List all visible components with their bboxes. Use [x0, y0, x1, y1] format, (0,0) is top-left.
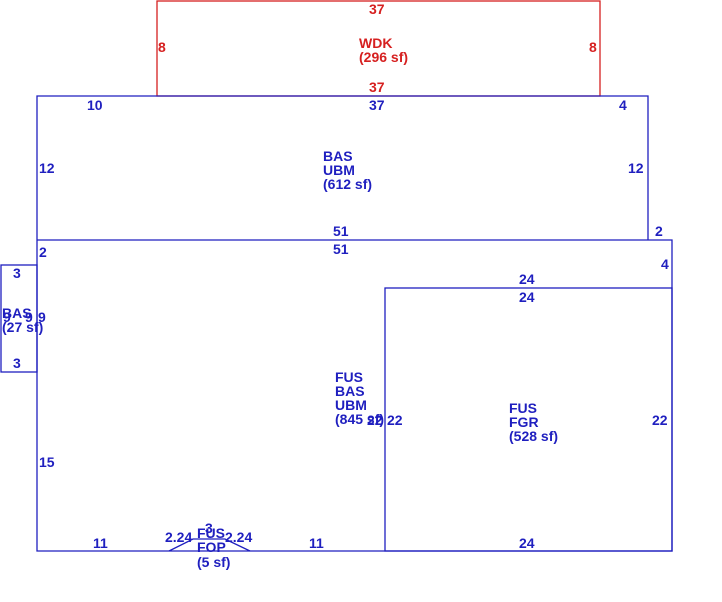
- svg-text:(5 sf): (5 sf): [197, 554, 230, 570]
- svg-text:(845 sf): (845 sf): [335, 411, 384, 427]
- dim-label: 37: [369, 1, 385, 17]
- upper-section-outline: [36, 95, 649, 240]
- dim-label: 12: [39, 160, 55, 176]
- dim-label: 22: [652, 412, 668, 428]
- svg-text:FUS: FUS: [335, 369, 363, 385]
- side-area-label: BAS (27 sf): [2, 305, 43, 335]
- dim-label: 2.24: [165, 529, 192, 545]
- main-area-label: FUS BAS UBM (845 sf): [335, 369, 384, 427]
- svg-text:BAS: BAS: [335, 383, 365, 399]
- dim-label: 22: [387, 412, 403, 428]
- dim-label: 51: [333, 223, 349, 239]
- porch-outline: [168, 538, 251, 552]
- svg-text:FOP: FOP: [197, 539, 226, 555]
- dim-label: 24: [519, 271, 535, 287]
- dim-label: 3: [205, 520, 213, 536]
- dim-label: 22: [367, 412, 383, 428]
- garage-area-label: FUS FGR (528 sf): [509, 400, 558, 444]
- svg-text:(27 sf): (27 sf): [2, 319, 43, 335]
- porch-area-label: FUS FOP (5 sf): [197, 525, 230, 570]
- dim-label: 24: [519, 289, 535, 305]
- upper-area-label: BAS UBM (612 sf): [323, 148, 372, 192]
- dim-label: 11: [93, 535, 108, 551]
- dim-label: 15: [39, 454, 55, 470]
- svg-text:(612 sf): (612 sf): [323, 176, 372, 192]
- svg-text:(296 sf): (296 sf): [359, 49, 408, 65]
- svg-text:FUS: FUS: [509, 400, 537, 416]
- wdk-label: WDK (296 sf): [359, 35, 408, 65]
- svg-text:UBM: UBM: [323, 162, 355, 178]
- svg-text:FUS: FUS: [197, 525, 225, 541]
- dim-label: 3: [13, 265, 21, 281]
- dim-label: 8: [158, 39, 166, 55]
- dim-label: 2: [39, 244, 47, 260]
- svg-text:UBM: UBM: [335, 397, 367, 413]
- garage-outline: [384, 287, 673, 552]
- dim-label: 37: [369, 79, 385, 95]
- dim-label: 10: [87, 97, 103, 113]
- dim-label: 9: [25, 309, 33, 325]
- dim-label: 9: [38, 309, 46, 325]
- svg-text:FGR: FGR: [509, 414, 539, 430]
- svg-text:(528 sf): (528 sf): [509, 428, 558, 444]
- dim-label: 2: [655, 223, 663, 239]
- dim-label: 4: [661, 256, 669, 272]
- svg-text:BAS: BAS: [2, 305, 32, 321]
- dim-label: 3: [13, 355, 21, 371]
- dim-label: 8: [589, 39, 597, 55]
- side-bas-outline: [0, 264, 38, 373]
- svg-text:WDK: WDK: [359, 35, 392, 51]
- dim-label: 4: [619, 97, 627, 113]
- dim-label: 11: [309, 535, 324, 551]
- dim-label: 9: [3, 309, 11, 325]
- svg-text:BAS: BAS: [323, 148, 353, 164]
- dim-label: 2.24: [225, 529, 252, 545]
- dim-label: 12: [628, 160, 644, 176]
- dim-label: 24: [519, 535, 535, 551]
- dim-label: 37: [369, 97, 385, 113]
- dim-label: 51: [333, 241, 349, 257]
